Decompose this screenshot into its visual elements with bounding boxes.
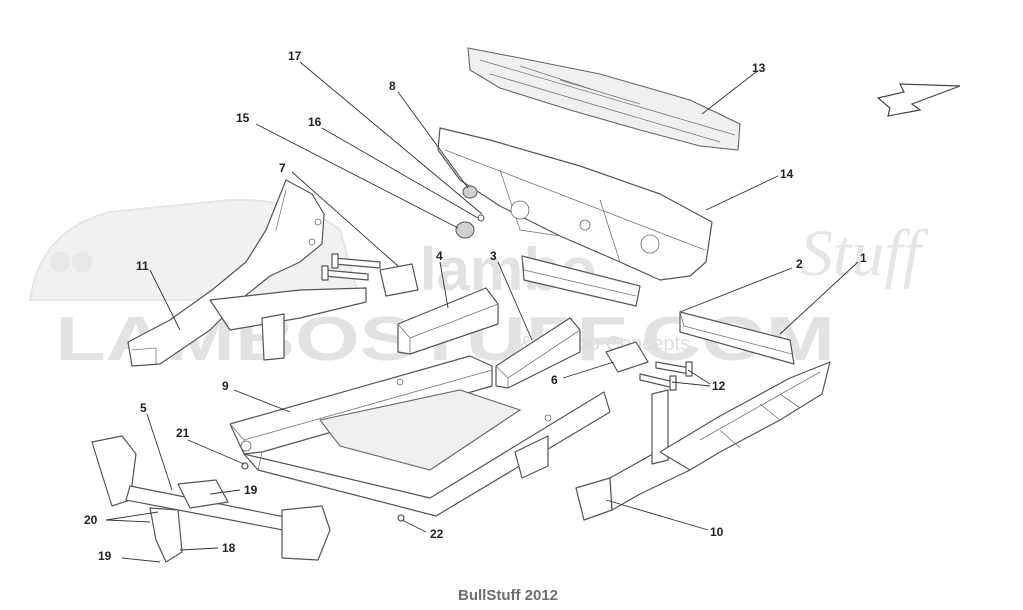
- footer-credit: BullStuff 2012: [458, 587, 558, 604]
- part-10-front-rail: [575, 361, 831, 521]
- direction-arrow-icon: [876, 83, 961, 117]
- callout-16: 16: [308, 115, 322, 129]
- callout-22: 22: [430, 527, 444, 541]
- callout-19-upper: 19: [244, 483, 258, 497]
- part-14-bulkhead: [437, 127, 713, 281]
- callout-3: 3: [490, 249, 497, 263]
- part-5-cross-member: [91, 435, 331, 561]
- part-17-nut: [477, 214, 485, 222]
- part-11-front-rail: [127, 179, 367, 367]
- part-15-bolts: [321, 253, 381, 281]
- part-4-box-beam: [397, 287, 499, 355]
- callout-5: 5: [140, 401, 147, 415]
- callout-7: 7: [279, 161, 286, 175]
- callout-20: 20: [84, 513, 98, 527]
- part-6-bracket: [605, 341, 649, 373]
- callout-19-lower: 19: [98, 549, 112, 563]
- callout-21: 21: [176, 426, 190, 440]
- part-1-long-beam: [679, 311, 795, 365]
- leader-lines: [105, 61, 859, 563]
- callout-14: 14: [780, 167, 794, 181]
- callout-1: 1: [860, 251, 867, 265]
- callout-10: 10: [710, 525, 724, 539]
- callout-2: 2: [796, 257, 803, 271]
- callouts: 1 2 3 4 5 6 7 8 9 10 11 12 13 14 15 16 1…: [84, 49, 867, 563]
- part-2-long-beam: [521, 255, 641, 307]
- callout-9: 9: [222, 379, 229, 393]
- part-16-plug: [455, 221, 475, 239]
- callout-12: 12: [712, 379, 726, 393]
- part-9-subframe: [229, 355, 611, 517]
- watermark-brand-script: Stuff: [800, 217, 929, 290]
- part-13-cowl-panel: [467, 47, 741, 151]
- callout-6: 6: [551, 373, 558, 387]
- part-21-fastener: [241, 462, 249, 470]
- part-3-box-beam: [495, 317, 581, 389]
- callout-13: 13: [752, 61, 766, 75]
- callout-4: 4: [436, 249, 443, 263]
- part-7-bracket: [379, 263, 419, 297]
- callout-17: 17: [288, 49, 302, 63]
- part-12-bolts: [639, 361, 693, 391]
- callout-18: 18: [222, 541, 236, 555]
- callout-15: 15: [236, 111, 250, 125]
- callout-8: 8: [389, 79, 396, 93]
- callout-11: 11: [136, 259, 149, 273]
- part-22-fastener: [397, 514, 405, 522]
- part-8-washer: [462, 185, 478, 199]
- part-18-bracket: [149, 507, 183, 563]
